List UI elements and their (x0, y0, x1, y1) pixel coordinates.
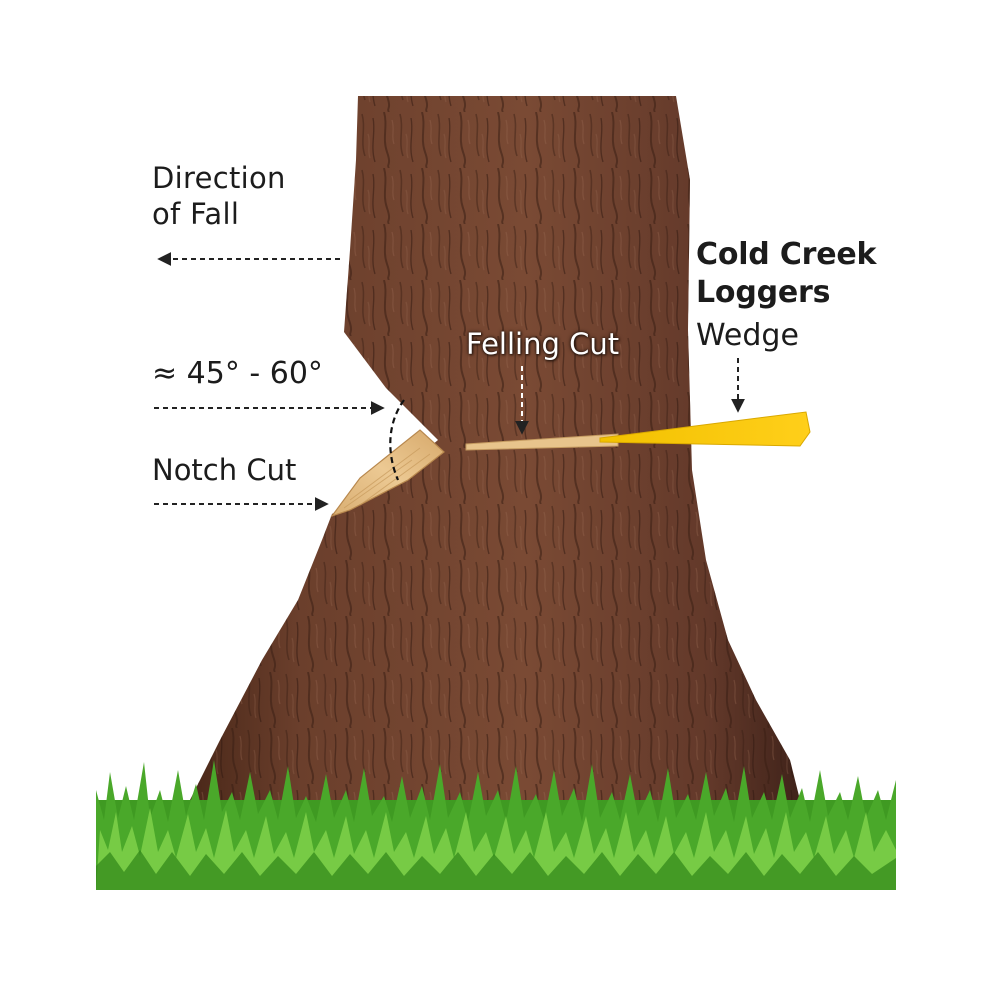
wedge-shape (599, 411, 811, 447)
wedge-label: Wedge (696, 318, 799, 353)
felling-cut-line (465, 433, 619, 451)
felling-cut-label: Felling Cut (466, 327, 620, 361)
direction-of-fall-line1: Direction (152, 161, 286, 195)
direction-of-fall-line2: of Fall (152, 197, 240, 231)
wedge-brand-line1: Cold Creek (696, 237, 877, 272)
angle-arc (389, 399, 405, 481)
wedge-brand-line2: Loggers (696, 275, 831, 310)
angle-label: ≈ 45° - 60° (152, 356, 323, 391)
grass (96, 760, 896, 890)
direction-of-fall-label: Direction of Fall (152, 160, 286, 232)
notch-cut-label: Notch Cut (152, 453, 297, 487)
wedge-brand-label: Cold Creek Loggers (696, 236, 876, 312)
